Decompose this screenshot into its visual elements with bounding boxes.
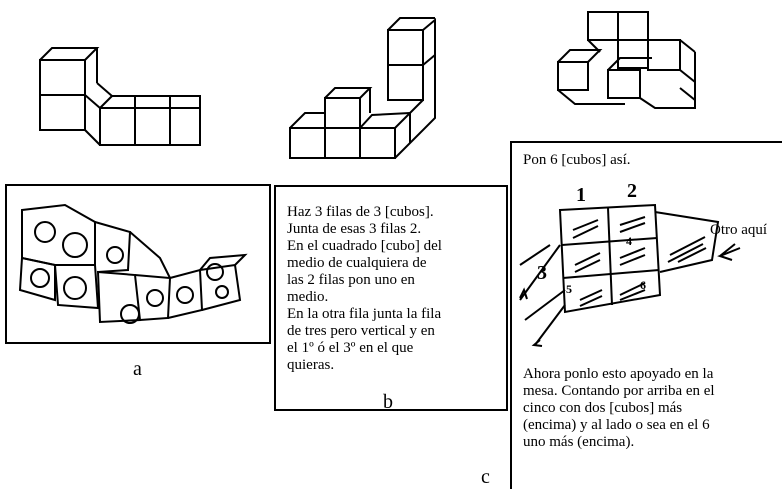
sketch-number-4: 4 [626,234,632,248]
label-b: b [383,391,393,413]
panel-c-bottom-text: Ahora ponlo esto apoyado en la mesa. Con… [523,366,715,450]
label-c: c [481,466,490,488]
sketch-number-3: 3 [537,262,547,284]
sketch-number-1: 1 [576,184,586,206]
sketch-number-6: 6 [640,278,646,292]
sketch-number-2: 2 [627,180,637,202]
instructions-box-b [274,185,508,411]
instructions-text-b: Haz 3 filas de 3 [cubos]. Junta de esas … [287,204,442,373]
sketch-number-5: 5 [566,282,572,296]
photo-box-a [5,184,271,344]
label-a: a [133,358,142,380]
panel-c-top-text: Pon 6 [cubos] así. [523,152,631,168]
